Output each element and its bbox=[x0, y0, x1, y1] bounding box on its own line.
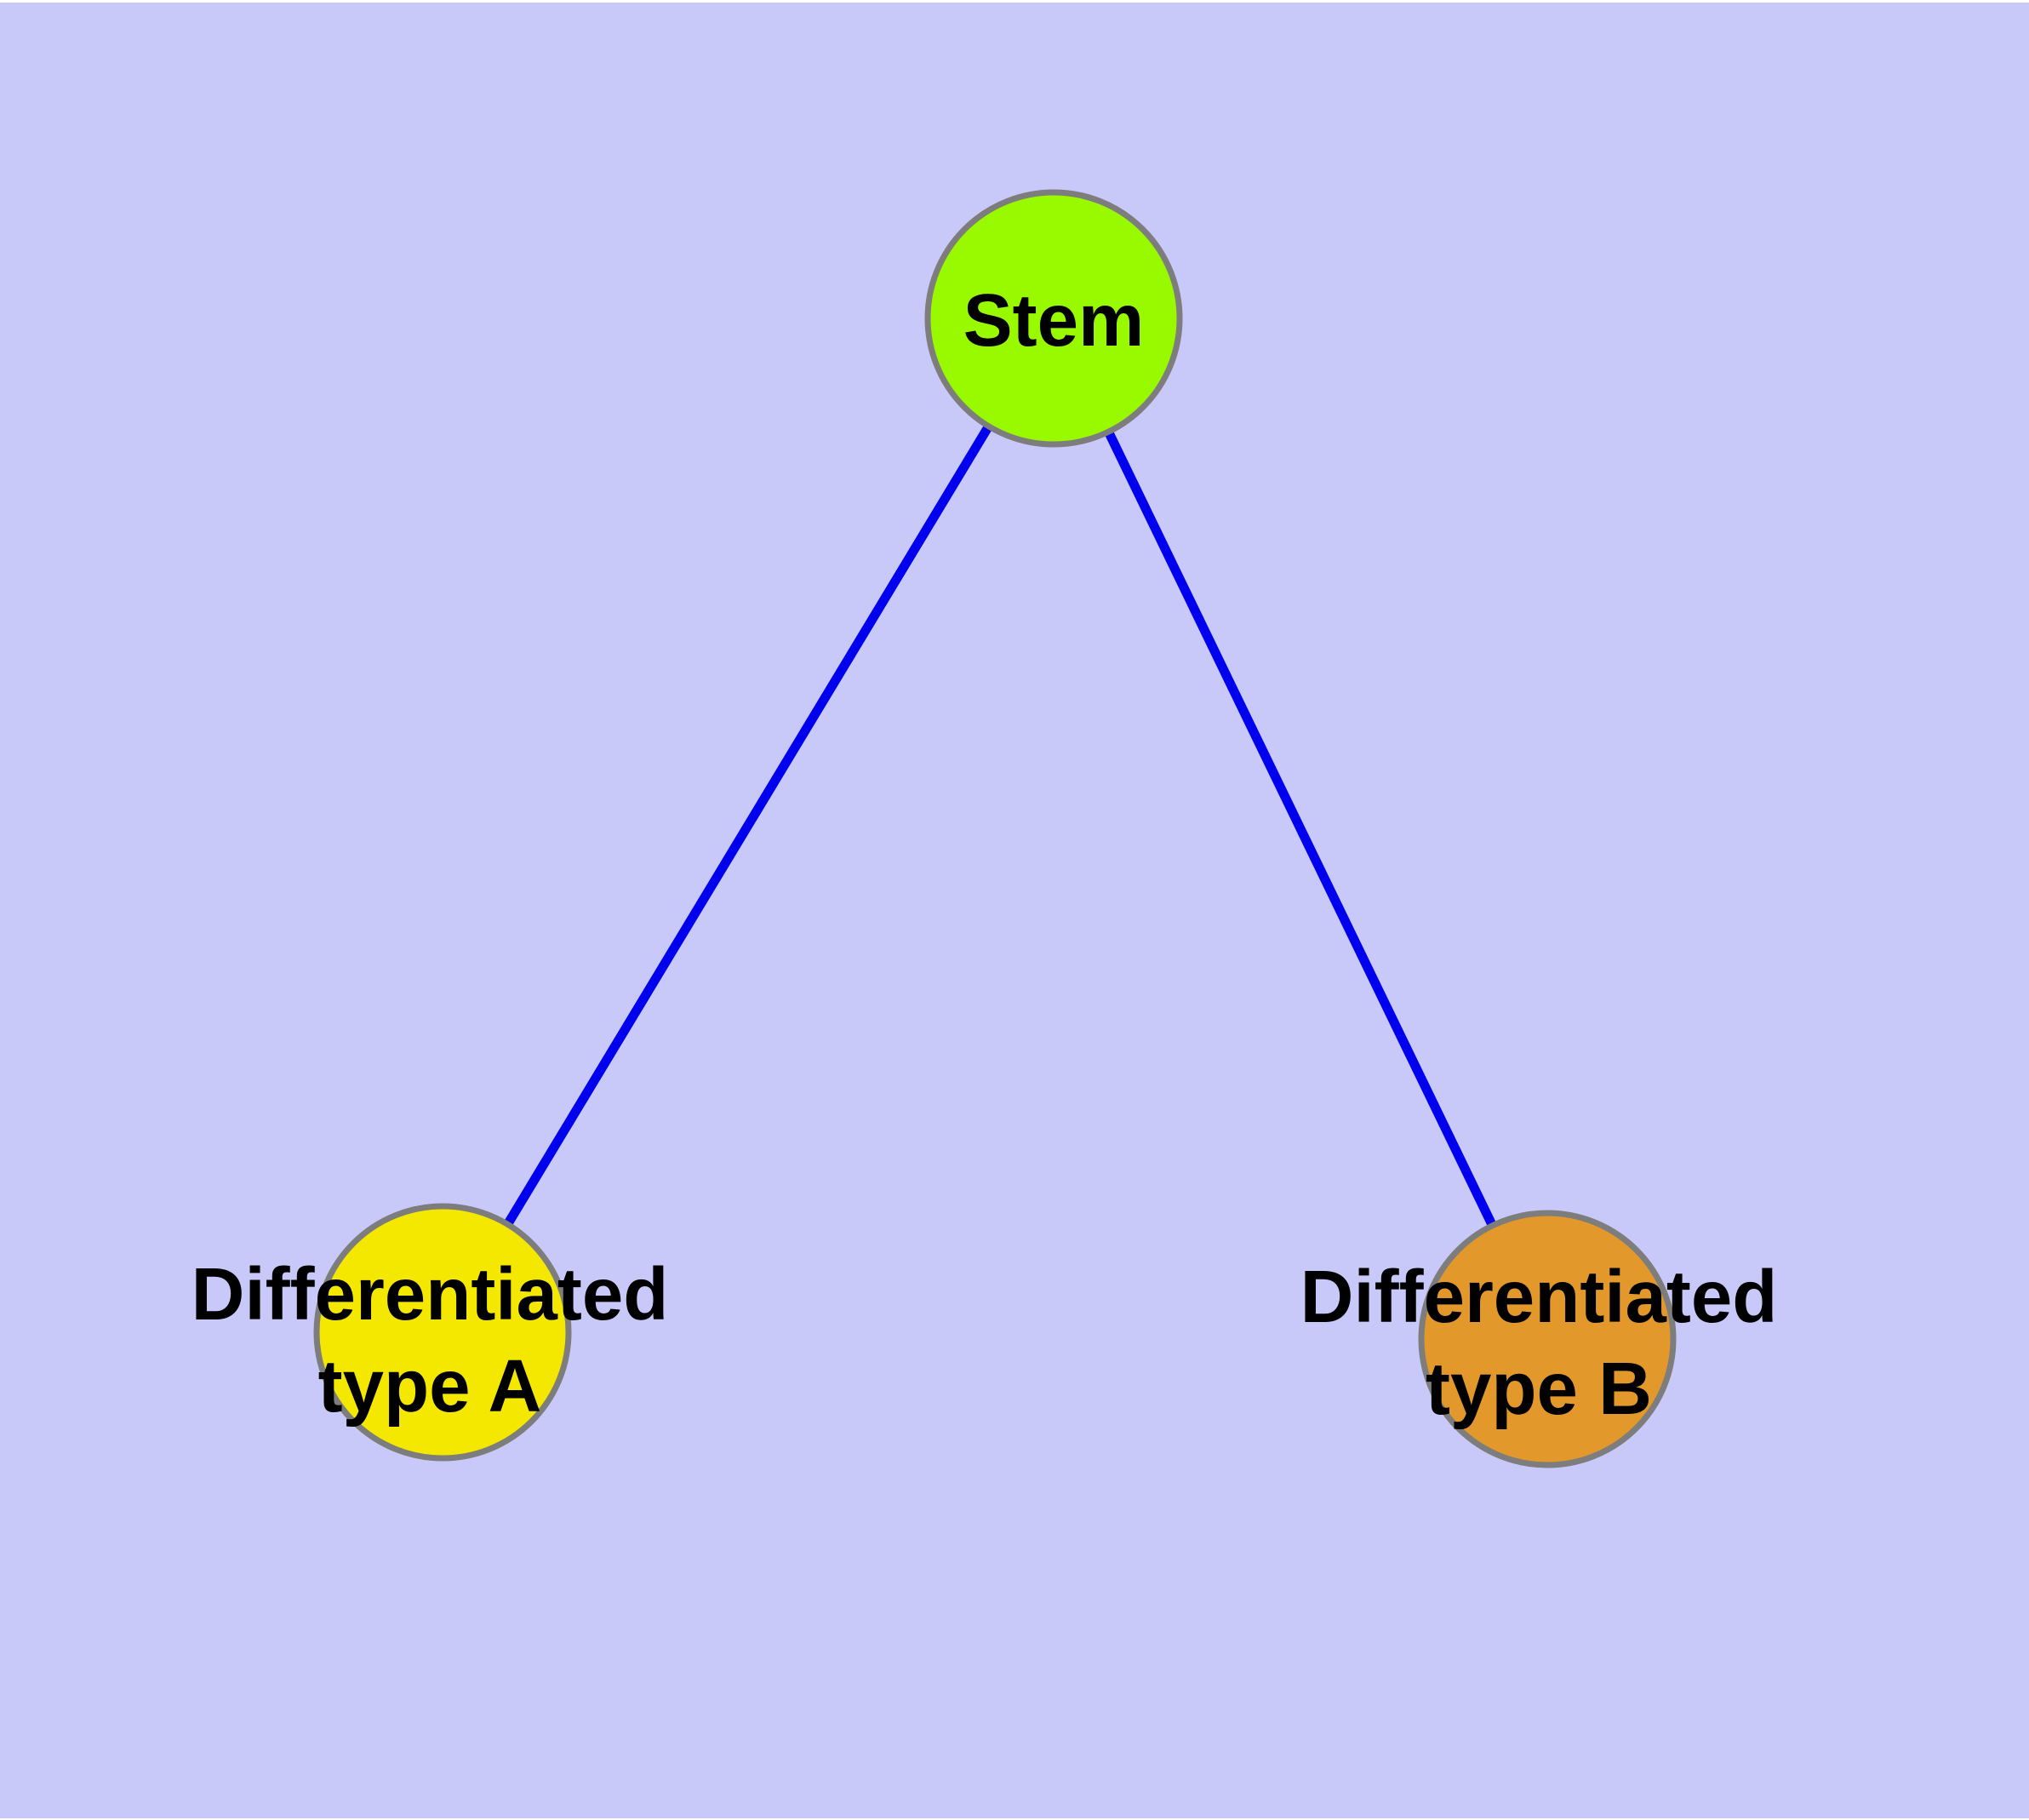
node-stem-label: Stem bbox=[963, 279, 1145, 362]
node-stem bbox=[924, 189, 1183, 448]
node-type-a-label-line1: Differentiated bbox=[191, 1253, 669, 1336]
node-type-b-label-line1: Differentiated bbox=[1300, 1256, 1778, 1338]
node-type-a bbox=[313, 1203, 572, 1462]
node-type-b-label-line2: type B bbox=[1426, 1348, 1652, 1430]
node-type-a-label-line2: type A bbox=[318, 1345, 542, 1428]
edge-stem-to-type-b bbox=[1049, 316, 1552, 1342]
node-type-b bbox=[1418, 1210, 1677, 1468]
edge-stem-to-type-a bbox=[438, 316, 1058, 1335]
